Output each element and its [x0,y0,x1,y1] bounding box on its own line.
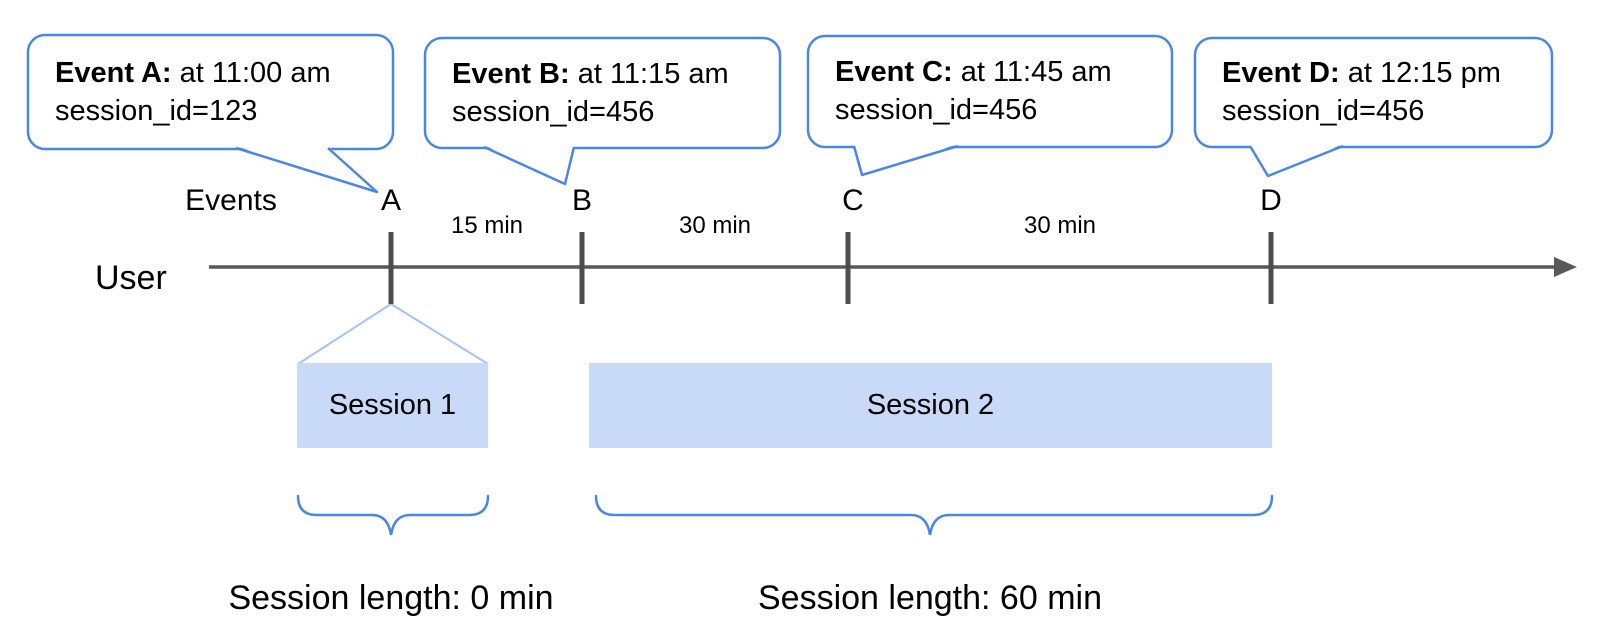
event-b-bubble-text: Event B: at 11:15 am session_id=456 [452,55,729,131]
event-d-bubble-tail-icon [1248,144,1344,178]
event-c-bubble-tail-fill [854,144,958,175]
event-c-bubble-rect [806,34,1174,149]
event-a-time: at 11:00 am [171,57,331,89]
event-d-bubble-rect [1193,36,1554,149]
session2-length-label: Session length: 60 min [758,579,1102,617]
event-d-bubble-shape [1193,36,1554,178]
interval-a-b-label: 15 min [450,212,524,239]
event-c-time: at 11:45 am [952,56,1112,88]
event-b-title-line: Event B: at 11:15 am [452,55,729,93]
event-d-label: Event D: [1222,57,1340,89]
event-d-bubble-text: Event D: at 12:15 pm session_id=456 [1222,54,1501,130]
event-d-bubble-tail-fill [1250,144,1343,176]
event-a-session-id: session_id=123 [55,95,258,127]
event-c-title-line: Event C: at 11:45 am [835,53,1112,91]
event-c-session-id: session_id=456 [835,94,1038,126]
event-b-bubble-rect [423,36,782,150]
event-c-bubble-tail-icon [852,144,959,177]
session2-box-label: Session 2 [866,389,995,421]
event-c-label: Event C: [835,56,953,88]
session1-box-label: Session 1 [328,389,457,421]
tick-label-c: C [842,184,864,217]
tick-label-d: D [1260,184,1282,217]
event-a-bubble-text: Event A: at 11:00 am session_id=123 [55,54,331,130]
event-d-title-line: Event D: at 12:15 pm [1222,54,1501,92]
event-a-title-line: Event A: at 11:00 am [55,54,331,92]
event-a-label: Event A: [55,57,172,89]
event-b-label: Event B: [452,58,570,90]
event-b-bubble-shape [423,36,782,186]
event-c-bubble-shape [806,34,1174,177]
event-a-bubble-tail-icon [235,146,379,194]
session1-length-label: Session length: 0 min [228,579,554,617]
event-b-time: at 11:15 am [569,58,729,90]
session1-box: Session 1 [297,363,488,448]
event-c-bubble-text: Event C: at 11:45 am session_id=456 [835,53,1112,129]
session1-brace-icon [296,494,490,536]
session1-funnel-right-line [390,303,489,365]
user-row-label: User [95,259,167,297]
session2-box: Session 2 [589,363,1272,448]
event-b-session-id: session_id=456 [452,96,655,128]
event-d-session-id: session_id=456 [1222,95,1425,127]
tick-label-b: B [571,184,592,217]
timeline-arrowhead-icon [1554,257,1577,277]
event-b-bubble-tail-icon [483,145,576,186]
tick-label-a: A [380,184,401,217]
session2-brace-icon [594,494,1274,536]
interval-b-c-label: 30 min [678,212,752,239]
events-row-label: Events [185,184,277,217]
event-d-time: at 12:15 pm [1339,57,1501,89]
session1-funnel-left-line [297,303,392,365]
event-b-bubble-tail-fill [484,145,574,184]
interval-c-d-label: 30 min [1023,212,1097,239]
event-a-bubble-shape [26,33,395,194]
event-a-bubble-rect [26,33,395,151]
